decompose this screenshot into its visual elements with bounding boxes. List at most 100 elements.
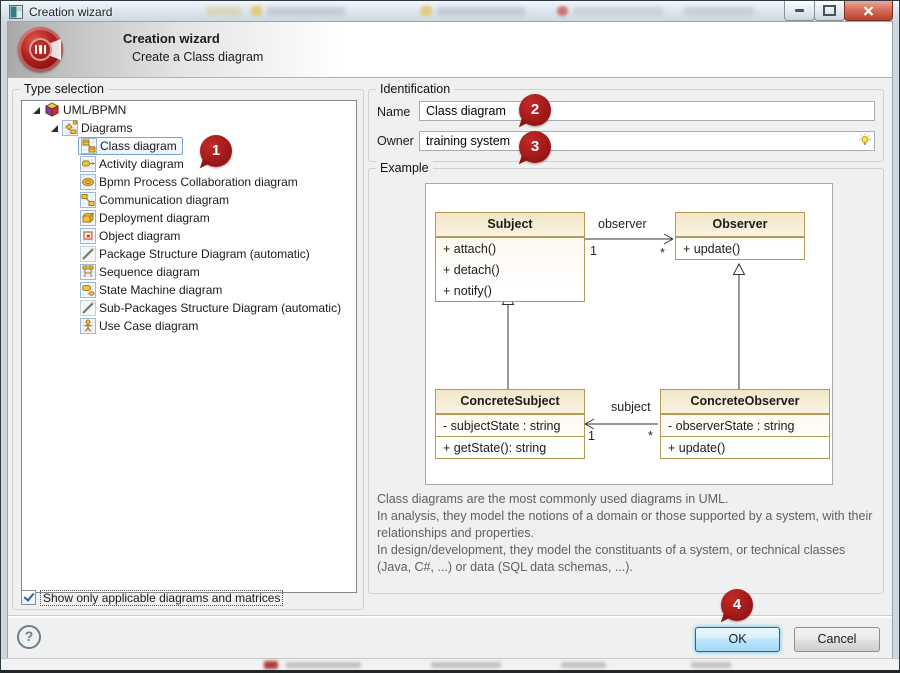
sequence-diagram-icon xyxy=(80,264,96,280)
blurred-bookmark xyxy=(573,7,663,16)
class-name: ConcreteSubject xyxy=(436,390,584,414)
use-case-diagram-icon xyxy=(80,318,96,334)
blurred-bookmark xyxy=(267,7,345,16)
blurred-item xyxy=(286,662,361,668)
identification-label: Identification xyxy=(376,82,455,96)
callout-badge-1: 1 xyxy=(200,135,232,167)
window-title: Creation wizard xyxy=(29,5,113,19)
tree-item-label: Bpmn Process Collaboration diagram xyxy=(99,175,298,189)
modelio-logo-icon xyxy=(18,27,63,72)
maximize-button[interactable] xyxy=(814,1,845,21)
activity-diagram-icon xyxy=(80,156,96,172)
uml-class-observer: Observer + update() xyxy=(675,212,805,260)
blurred-folder-icon xyxy=(251,6,262,16)
help-button[interactable]: ? xyxy=(17,625,41,649)
tree-item-deployment-diagram[interactable]: Deployment diagram xyxy=(22,209,356,227)
cancel-button[interactable]: Cancel xyxy=(794,627,880,652)
name-input[interactable] xyxy=(419,101,875,121)
class-attribute: - subjectState : string xyxy=(443,419,561,433)
tree-item-class-diagram[interactable]: Class diagram xyxy=(22,137,356,155)
content-assist-lightbulb-icon[interactable] xyxy=(857,133,873,149)
tree-item-label: Package Structure Diagram (automatic) xyxy=(99,247,310,261)
blurred-red-icon xyxy=(557,6,568,16)
multiplicity: * xyxy=(660,246,665,260)
bpmn-collaboration-diagram-icon xyxy=(80,174,96,190)
tree-item-package-structure-diagram[interactable]: Package Structure Diagram (automatic) xyxy=(22,245,356,263)
tree-item-label: Diagrams xyxy=(81,121,133,135)
checkbox-label[interactable]: Show only applicable diagrams and matric… xyxy=(39,589,284,606)
tree-item-label: Deployment diagram xyxy=(99,211,210,225)
tree-item-communication-diagram[interactable]: Communication diagram xyxy=(22,191,356,209)
tree-item-sub-packages-structure-diagram[interactable]: Sub-Packages Structure Diagram (automati… xyxy=(22,299,356,317)
association-label: observer xyxy=(598,217,647,231)
diagram-description: Class diagrams are the most commonly use… xyxy=(377,491,877,576)
blurred-folder-icon xyxy=(421,6,432,16)
magic-wand-icon xyxy=(80,300,96,316)
type-selection-label: Type selection xyxy=(20,82,108,96)
class-operation: + attach() xyxy=(443,242,497,256)
close-button[interactable] xyxy=(844,1,893,21)
show-applicable-checkbox[interactable] xyxy=(21,590,36,605)
wizard-banner: Creation wizard Create a Class diagram xyxy=(8,22,892,78)
tree-item-sequence-diagram[interactable]: Sequence diagram xyxy=(22,263,356,281)
blurred-bookmark xyxy=(437,7,525,16)
class-operation: + getState(): string xyxy=(443,441,547,455)
class-name: Subject xyxy=(436,213,584,237)
multiplicity: 1 xyxy=(588,429,595,443)
tree-item-activity-diagram[interactable]: Activity diagram xyxy=(22,155,356,173)
tree-item-label: Sequence diagram xyxy=(99,265,200,279)
blurred-item xyxy=(431,662,501,668)
tree-item-uml-bpmn[interactable]: UML/BPMN xyxy=(22,101,356,119)
example-group: Example Subject + attach() + de xyxy=(368,161,884,594)
tree-item-label: Object diagram xyxy=(99,229,181,243)
banner-subtitle: Create a Class diagram xyxy=(132,50,264,64)
footer-separator xyxy=(8,615,892,618)
maximize-icon xyxy=(823,5,836,16)
communication-diagram-icon xyxy=(80,192,96,208)
class-operation: + update() xyxy=(683,242,741,256)
owner-input[interactable] xyxy=(419,131,875,151)
uml-class-concrete-subject: ConcreteSubject - subjectState : string … xyxy=(435,389,585,459)
tree-item-diagrams[interactable]: Diagrams xyxy=(22,119,356,137)
minimize-button[interactable] xyxy=(784,1,815,21)
blurred-item xyxy=(264,661,278,669)
name-label: Name xyxy=(377,105,411,119)
multiplicity: 1 xyxy=(590,244,597,258)
tree-item-object-diagram[interactable]: Object diagram xyxy=(22,227,356,245)
title-bar[interactable]: Creation wizard xyxy=(1,1,899,22)
description-paragraph: In design/development, they model the co… xyxy=(377,543,846,574)
blurred-bookmark xyxy=(206,7,241,16)
class-diagram-icon xyxy=(81,138,97,154)
tree-item-bpmn-collaboration-diagram[interactable]: Bpmn Process Collaboration diagram xyxy=(22,173,356,191)
callout-badge-3: 3 xyxy=(519,131,551,163)
tree-item-label: Activity diagram xyxy=(99,157,184,171)
expander-icon[interactable] xyxy=(28,102,44,118)
object-diagram-icon xyxy=(80,228,96,244)
multiplicity: * xyxy=(648,429,653,443)
deployment-diagram-icon xyxy=(80,210,96,226)
class-operation: + notify() xyxy=(443,284,492,298)
example-label: Example xyxy=(376,161,433,175)
minimize-icon xyxy=(795,9,804,12)
class-name: Observer xyxy=(676,213,804,237)
uml-bpmn-icon xyxy=(44,102,60,117)
ok-button[interactable]: OK xyxy=(695,627,780,652)
blurred-bookmark xyxy=(684,7,754,16)
magic-wand-icon xyxy=(80,246,96,262)
logo-core xyxy=(29,38,52,61)
uml-class-concrete-observer: ConcreteObserver - observerState : strin… xyxy=(660,389,830,459)
description-paragraph: Class diagrams are the most commonly use… xyxy=(377,492,729,506)
selected-item-box: Class diagram xyxy=(78,137,183,155)
class-name: ConcreteObserver xyxy=(661,390,829,414)
identification-group: Identification Name Owner xyxy=(368,82,884,162)
state-machine-diagram-icon xyxy=(80,282,96,298)
diagram-type-tree[interactable]: UML/BPMN Diagrams Class diagram Activity… xyxy=(21,100,357,593)
expander-icon[interactable] xyxy=(46,120,62,136)
close-icon xyxy=(863,5,874,16)
blurred-item xyxy=(561,662,606,668)
tree-item-use-case-diagram[interactable]: Use Case diagram xyxy=(22,317,356,335)
tree-item-state-machine-diagram[interactable]: State Machine diagram xyxy=(22,281,356,299)
callout-badge-2: 2 xyxy=(519,94,551,126)
owner-label: Owner xyxy=(377,134,414,148)
tree-item-label: UML/BPMN xyxy=(63,103,127,117)
